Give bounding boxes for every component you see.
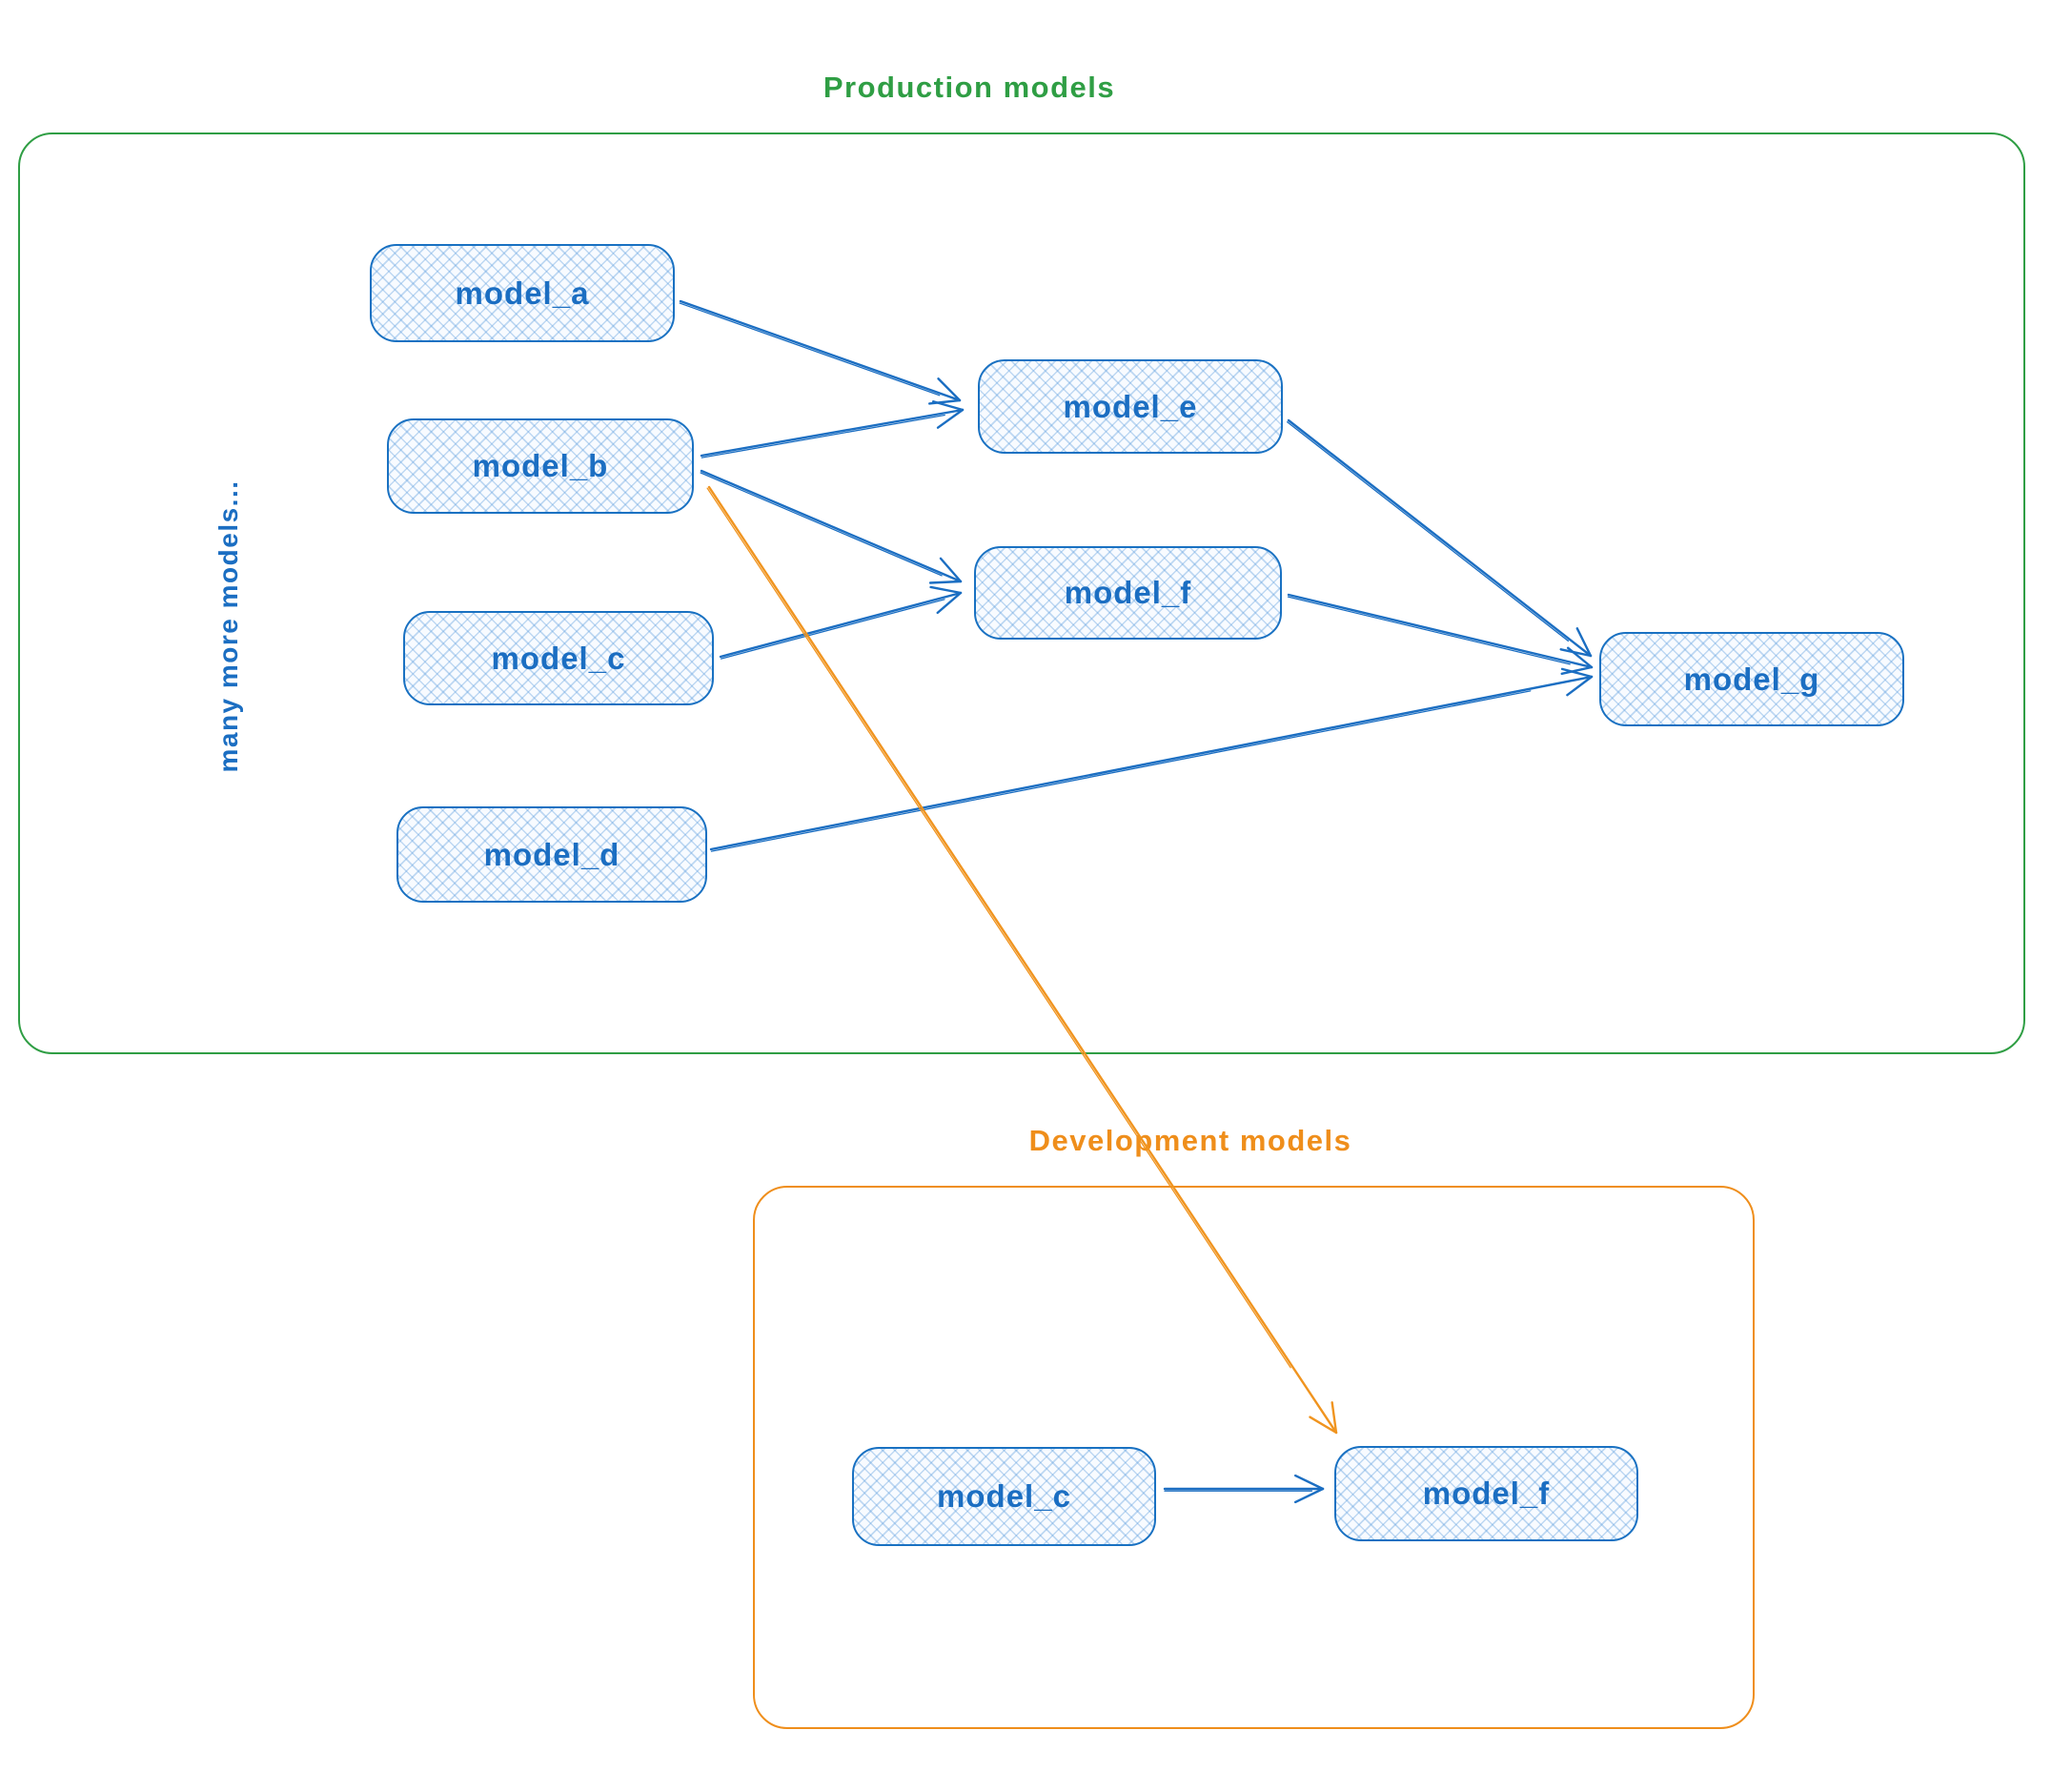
node-label: model_c <box>491 640 626 676</box>
node-model_f_dev[interactable]: model_f <box>1334 1446 1638 1541</box>
node-model_c[interactable]: model_c <box>403 611 714 705</box>
node-model_a[interactable]: model_a <box>370 244 675 342</box>
node-model_d[interactable]: model_d <box>396 806 707 903</box>
node-model_g[interactable]: model_g <box>1599 632 1904 726</box>
node-label: model_a <box>455 275 590 311</box>
node-label: model_b <box>472 448 609 483</box>
node-label: model_f <box>1422 1476 1551 1511</box>
node-model_e[interactable]: model_e <box>978 359 1283 454</box>
production-container-label: Production models <box>823 71 1116 104</box>
node-model_b[interactable]: model_b <box>387 418 694 514</box>
many-more-models-note: many more models... <box>213 479 243 773</box>
node-label: model_f <box>1064 575 1192 610</box>
node-label: model_c <box>937 1478 1071 1514</box>
development-container-label: Development models <box>1028 1124 1352 1157</box>
node-label: model_e <box>1063 388 1198 424</box>
node-model_c_dev[interactable]: model_c <box>852 1447 1156 1546</box>
node-model_f[interactable]: model_f <box>974 546 1282 640</box>
node-label: model_d <box>483 836 620 872</box>
node-label: model_g <box>1683 661 1820 697</box>
